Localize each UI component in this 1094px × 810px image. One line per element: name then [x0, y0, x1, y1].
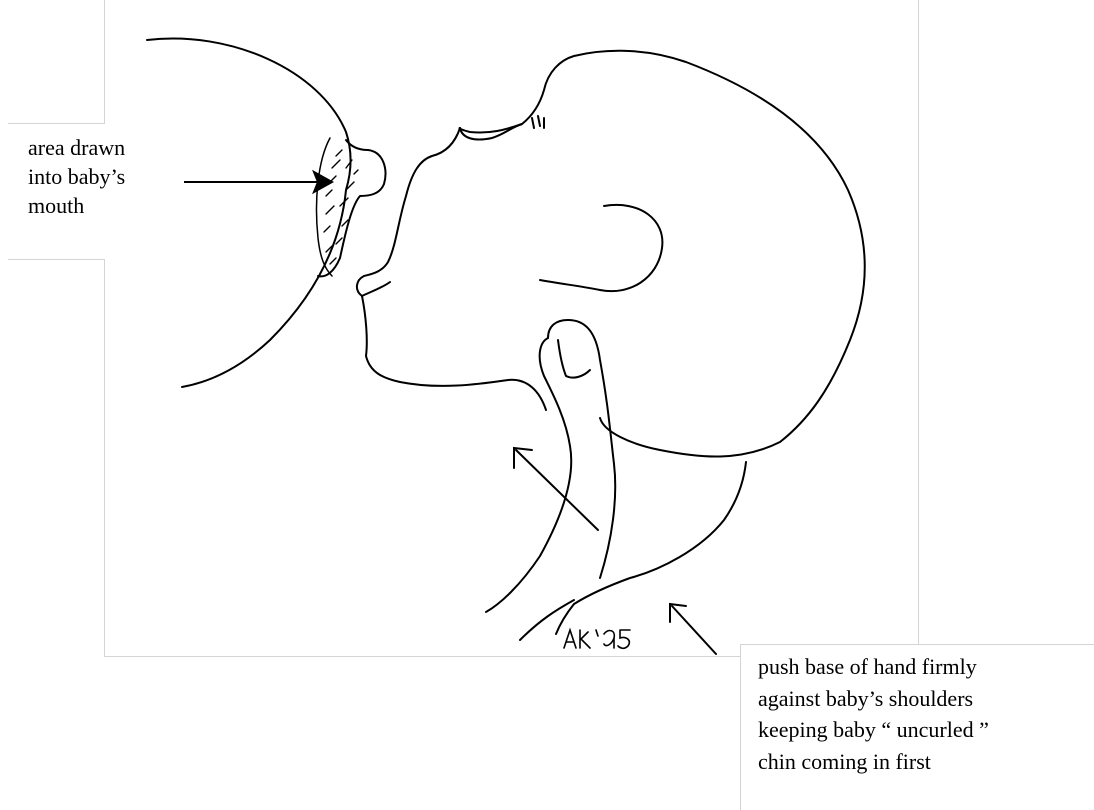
- label-mouth-area-line-3: mouth: [28, 191, 125, 220]
- hand-base: [520, 600, 574, 640]
- finger-left: [486, 338, 571, 612]
- hair-marks: [532, 116, 544, 128]
- baby-brow: [357, 128, 460, 296]
- artist-signature: [564, 630, 630, 648]
- label-hand-instruction-line-2: against baby’s shoulders: [758, 683, 989, 715]
- label-mouth-area: area drawn into baby’s mouth: [28, 133, 125, 220]
- baby-upper-lip: [362, 282, 390, 296]
- arrow-shoulder: [670, 604, 716, 654]
- baby-head-outline: [460, 51, 865, 457]
- baby-ear: [540, 205, 662, 291]
- arrow-mouth-area: [184, 172, 332, 192]
- label-hand-instruction-line-3: keeping baby “ uncurled ”: [758, 714, 989, 746]
- thumbnail: [558, 340, 590, 378]
- label-mouth-area-line-2: into baby’s: [28, 162, 125, 191]
- label-hand-instruction: push base of hand firmly against baby’s …: [758, 651, 989, 777]
- arrow-hand-direction: [514, 448, 598, 530]
- label-hand-instruction-line-1: push base of hand firmly: [758, 651, 989, 683]
- baby-lower-face: [362, 296, 546, 410]
- label-hand-instruction-line-4: chin coming in first: [758, 746, 989, 778]
- breast-outline: [147, 38, 351, 387]
- baby-neck: [556, 462, 746, 634]
- label-mouth-area-line-1: area drawn: [28, 133, 125, 162]
- thumb-outline: [548, 320, 615, 578]
